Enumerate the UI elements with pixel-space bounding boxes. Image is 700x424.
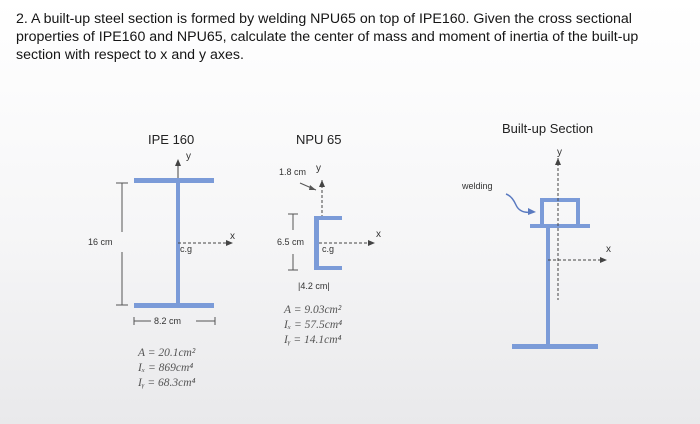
ipe-title: IPE 160	[148, 132, 195, 147]
weld-label: welding	[462, 181, 493, 191]
npu-width-dim: |4.2 cm|	[298, 281, 330, 291]
ipe-height-dimension	[116, 182, 128, 306]
ipe-axes	[175, 159, 233, 246]
ipe-width-dimension	[133, 317, 216, 325]
builtup-y-label: y	[557, 147, 562, 158]
ipe-y-label: y	[186, 151, 191, 162]
ipe-ix: Iₓ = 869cm⁴	[138, 362, 194, 374]
npu-area: A = 9.03cm²	[284, 304, 342, 316]
builtup-section	[512, 198, 598, 349]
weld-pointer	[505, 193, 536, 215]
ipe-cg-label: c.g	[180, 244, 193, 254]
npu-y-arrow	[319, 180, 325, 187]
npu-top-flange	[314, 216, 342, 220]
npu-x-arrow	[368, 240, 375, 246]
ipe-y-arrow	[175, 159, 181, 166]
npu-web	[314, 220, 319, 266]
builtup-title: Built-up Section	[502, 121, 594, 136]
ipe-x-arrow	[226, 240, 233, 246]
npu-iy: Iᵧ = 14.1cm⁴	[284, 334, 342, 346]
ipe-width-dim: 8.2 cm	[154, 316, 182, 326]
ipe-section	[134, 178, 214, 308]
ipe-height-dim: 16 cm	[88, 237, 113, 247]
npu-ix: Iₓ = 57.5cm⁴	[284, 319, 343, 331]
npu-dimensions	[288, 182, 317, 271]
ipe-bottom-flange	[134, 303, 214, 308]
npu-bottom-flange	[314, 266, 342, 270]
builtup-x-label: x	[606, 244, 611, 255]
npu-axes	[319, 180, 375, 246]
npu-x-label: x	[376, 229, 381, 240]
problem-statement: 2. A built-up steel section is formed by…	[16, 11, 639, 63]
ipe-area: A = 20.1cm²	[138, 347, 196, 359]
npu-top-dim: 1.8 cm	[279, 167, 307, 177]
npu-cg-label: c.g	[322, 244, 335, 254]
npu-title: NPU 65	[296, 132, 342, 147]
npu-y-label: y	[316, 163, 321, 174]
ipe-x-label: x	[230, 231, 235, 242]
ipe-iy: Iᵧ = 68.3cm⁴	[138, 377, 196, 389]
ipe-top-flange	[134, 178, 214, 183]
builtup-axes	[548, 158, 607, 300]
npu-section	[314, 216, 342, 270]
npu-height-dim: 6.5 cm	[277, 237, 305, 247]
